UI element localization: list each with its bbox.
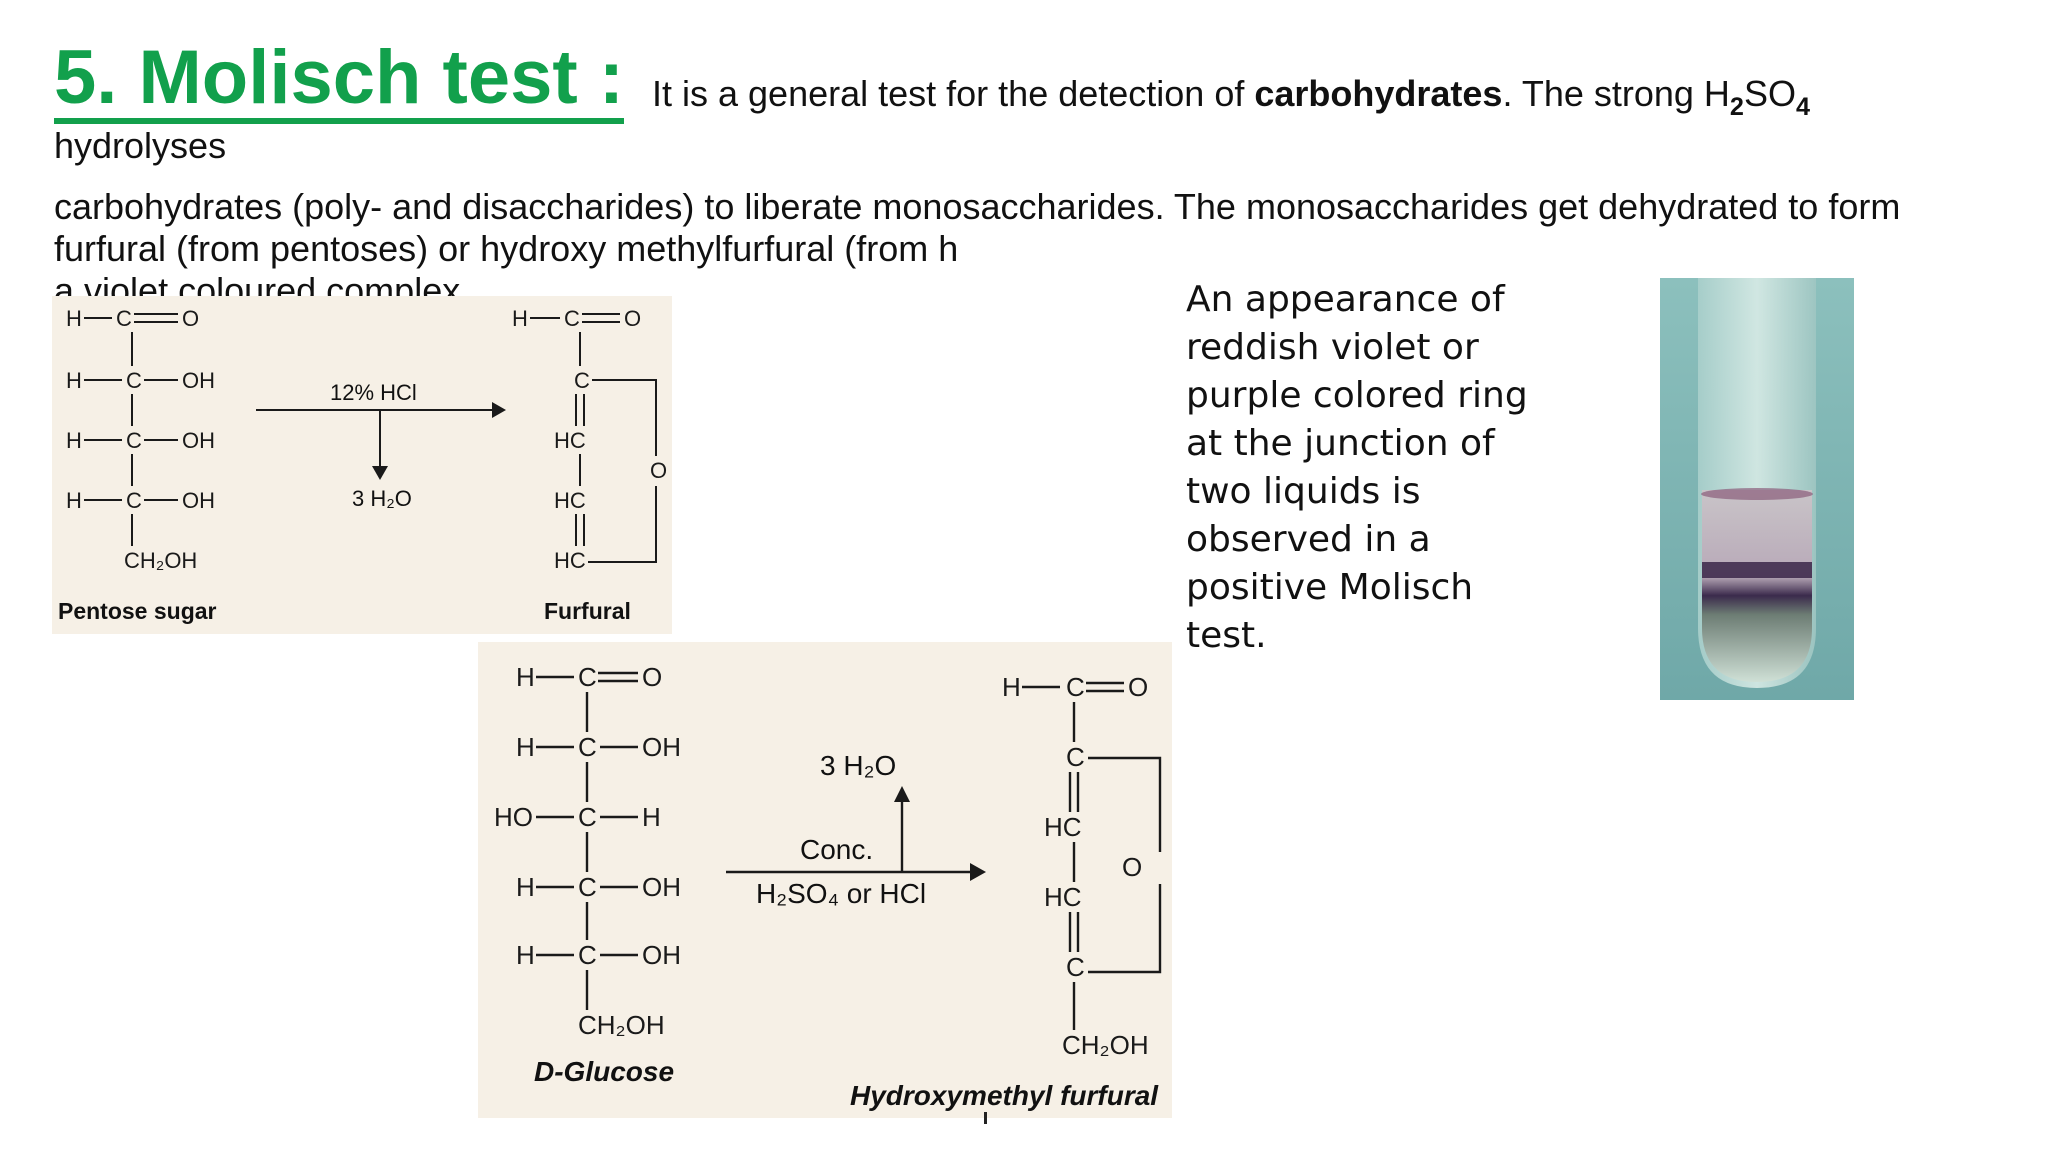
svg-text:H: H: [66, 488, 82, 513]
svg-text:OH: OH: [182, 428, 215, 453]
svg-text:O: O: [650, 458, 667, 483]
furfural-caption: Furfural: [544, 598, 631, 624]
arrowhead-icon: [492, 402, 506, 418]
svg-text:HC: HC: [1044, 812, 1082, 842]
svg-text:HC: HC: [1044, 882, 1082, 912]
svg-text:C: C: [564, 306, 580, 331]
svg-text:C: C: [578, 662, 597, 692]
svg-text:C: C: [126, 368, 142, 393]
svg-text:H: H: [516, 872, 535, 902]
svg-text:OH: OH: [182, 488, 215, 513]
hmf-caption: Hydroxymethyl furfural: [850, 1080, 1159, 1111]
svg-text:HC: HC: [554, 428, 586, 453]
svg-text:O: O: [1122, 852, 1142, 882]
chem-atom: H: [66, 306, 82, 331]
svg-text:H: H: [66, 368, 82, 393]
svg-text:C: C: [1066, 742, 1085, 772]
pentose-sugar-caption: Pentose sugar: [58, 598, 217, 624]
reagent-label: 12% HCl: [330, 380, 417, 405]
result-description: An appearance of reddish violet or purpl…: [1186, 279, 1528, 656]
svg-text:OH: OH: [642, 940, 681, 970]
test-tube-photo: [1660, 278, 1854, 700]
intro-text: It is a general test for the detection o…: [652, 73, 1810, 121]
svg-text:CH₂OH: CH₂OH: [578, 1010, 665, 1040]
svg-text:C: C: [574, 368, 590, 393]
text-cursor: [984, 1112, 987, 1124]
intro-continuation: hydrolyses: [54, 125, 227, 166]
svg-text:C: C: [126, 428, 142, 453]
arrowhead-icon: [970, 863, 986, 881]
svg-text:OH: OH: [642, 872, 681, 902]
svg-text:C: C: [126, 488, 142, 513]
svg-text:CH₂OH: CH₂OH: [1062, 1030, 1149, 1060]
d-glucose-caption: D-Glucose: [534, 1056, 675, 1087]
violet-ring: [1701, 488, 1813, 500]
svg-text:O: O: [642, 662, 662, 692]
slide-title: 5. Molisch test :: [54, 38, 625, 124]
svg-text:H: H: [516, 732, 535, 762]
svg-text:H: H: [516, 940, 535, 970]
svg-text:H: H: [516, 662, 535, 692]
reagent-label-acid: H₂SO₄ or HCl: [756, 878, 927, 909]
svg-text:O: O: [1128, 672, 1148, 702]
svg-text:H: H: [1002, 672, 1021, 702]
chem-atom: O: [182, 306, 199, 331]
water-byproduct-label: 3 H₂O: [352, 486, 412, 511]
reagent-label-conc: Conc.: [800, 834, 874, 865]
svg-text:OH: OH: [182, 368, 215, 393]
svg-text:HC: HC: [554, 488, 586, 513]
svg-text:C: C: [578, 872, 597, 902]
body-text-clipped-line: a violet coloured complex: [54, 270, 461, 296]
svg-text:C: C: [1066, 672, 1085, 702]
svg-text:H: H: [66, 428, 82, 453]
svg-text:CH₂OH: CH₂OH: [124, 548, 197, 573]
bold-term: carbohydrates: [1254, 73, 1503, 114]
body-paragraph: carbohydrates (poly- and disaccharides) …: [54, 186, 1994, 296]
svg-text:HC: HC: [554, 548, 586, 573]
svg-text:C: C: [578, 940, 597, 970]
svg-text:OH: OH: [642, 732, 681, 762]
svg-text:O: O: [624, 306, 641, 331]
chem-atom: C: [116, 306, 132, 331]
svg-text:C: C: [1066, 952, 1085, 982]
svg-text:HO: HO: [494, 802, 533, 832]
svg-text:C: C: [578, 732, 597, 762]
svg-text:C: C: [578, 802, 597, 832]
water-byproduct-label: 3 H₂O: [820, 750, 897, 781]
svg-text:H: H: [512, 306, 528, 331]
svg-text:H: H: [642, 802, 661, 832]
